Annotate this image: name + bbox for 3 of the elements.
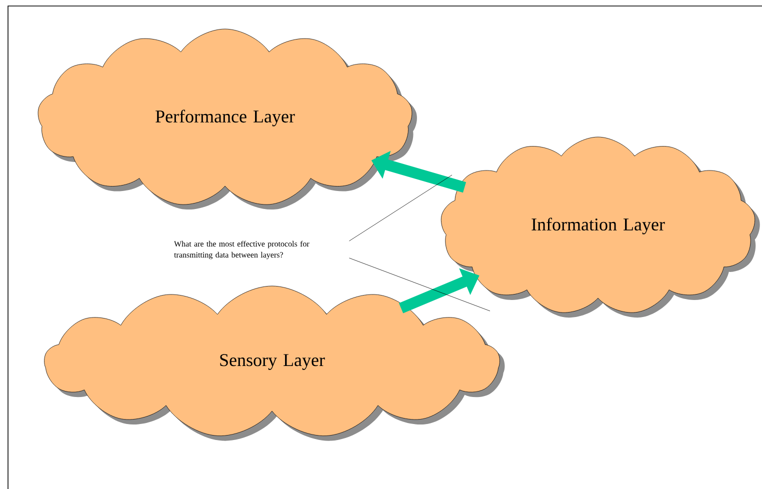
leader-line	[349, 258, 490, 312]
leader-line	[349, 174, 452, 242]
question-text: What are the most effective protocols for transmitting data between layers?	[174, 240, 310, 260]
